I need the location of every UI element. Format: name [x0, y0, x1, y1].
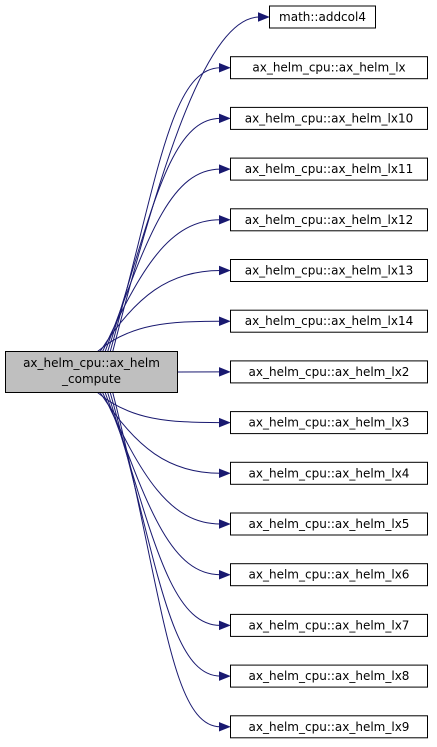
callee-node-ax-helm-cpu-ax-helm-lx11[interactable]: ax_helm_cpu::ax_helm_lx11	[230, 157, 428, 181]
arrowhead	[219, 164, 231, 174]
arrowhead	[219, 215, 231, 225]
root-node[interactable]: ax_helm_cpu::ax_helm _compute	[5, 351, 178, 393]
call-edges	[97, 12, 270, 732]
callee-label: ax_helm_cpu::ax_helm_lx12	[245, 213, 414, 227]
callee-label: ax_helm_cpu::ax_helm_lx2	[249, 365, 410, 379]
arrowhead	[219, 316, 231, 326]
arrowhead	[219, 417, 231, 428]
callee-node-ax-helm-cpu-ax-helm-lx13[interactable]: ax_helm_cpu::ax_helm_lx13	[230, 259, 428, 282]
call-edge	[104, 168, 221, 352]
callee-node-ax-helm-cpu-ax-helm-lx6[interactable]: ax_helm_cpu::ax_helm_lx6	[230, 563, 428, 587]
callee-label: ax_helm_cpu::ax_helm_lx5	[249, 517, 410, 531]
callee-node-ax-helm-cpu-ax-helm-lx3[interactable]: ax_helm_cpu::ax_helm_lx3	[230, 411, 428, 435]
call-edge	[102, 219, 221, 352]
callee-node-ax-helm-cpu-ax-helm-lx10[interactable]: ax_helm_cpu::ax_helm_lx10	[230, 106, 428, 130]
arrowhead	[219, 569, 231, 580]
callee-label: ax_helm_cpu::ax_helm_lx8	[249, 669, 410, 683]
callee-label: ax_helm_cpu::ax_helm_lx13	[245, 264, 414, 278]
arrowhead	[219, 367, 231, 377]
callee-label: ax_helm_cpu::ax_helm_lx10	[245, 111, 414, 125]
callee-label: ax_helm_cpu::ax_helm_lx6	[249, 568, 410, 582]
arrowhead	[219, 671, 231, 681]
callee-node-math-addcol4[interactable]: math::addcol4	[269, 5, 376, 29]
call-edge	[107, 392, 221, 626]
callee-label: math::addcol4	[279, 10, 366, 24]
callee-label: ax_helm_cpu::ax_helm_lx7	[249, 618, 410, 632]
callee-node-ax-helm-cpu-ax-helm-lx5[interactable]: ax_helm_cpu::ax_helm_lx5	[230, 512, 428, 536]
callee-label: ax_helm_cpu::ax_helm_lx14	[245, 314, 414, 328]
call-edge	[97, 320, 221, 352]
callee-node-ax-helm-cpu-ax-helm-lx[interactable]: ax_helm_cpu::ax_helm_lx	[230, 56, 428, 80]
root-label-line1: ax_helm_cpu::ax_helm	[23, 356, 160, 370]
arrowhead	[219, 62, 231, 73]
call-edge	[99, 392, 221, 474]
callee-node-ax-helm-cpu-ax-helm-lx4[interactable]: ax_helm_cpu::ax_helm_lx4	[230, 461, 428, 485]
callee-node-ax-helm-cpu-ax-helm-lx9[interactable]: ax_helm_cpu::ax_helm_lx9	[230, 715, 428, 739]
call-edge	[109, 67, 221, 352]
call-edge	[99, 270, 221, 352]
root-label-line2: _compute	[61, 372, 121, 386]
callee-node-ax-helm-cpu-ax-helm-lx12[interactable]: ax_helm_cpu::ax_helm_lx12	[230, 208, 428, 232]
callee-node-ax-helm-cpu-ax-helm-lx2[interactable]: ax_helm_cpu::ax_helm_lx2	[230, 360, 428, 384]
arrowhead	[219, 265, 231, 276]
callee-label: ax_helm_cpu::ax_helm_lx	[252, 61, 405, 75]
call-edge	[112, 16, 260, 352]
call-edge	[109, 392, 221, 677]
callee-label: ax_helm_cpu::ax_helm_lx3	[249, 416, 410, 430]
callee-node-ax-helm-cpu-ax-helm-lx8[interactable]: ax_helm_cpu::ax_helm_lx8	[230, 664, 428, 688]
callee-node-ax-helm-cpu-ax-helm-lx14[interactable]: ax_helm_cpu::ax_helm_lx14	[230, 309, 428, 333]
arrowhead	[219, 468, 231, 479]
arrowhead	[219, 722, 231, 732]
arrowhead	[219, 113, 231, 124]
arrowhead	[258, 12, 270, 22]
callee-nodes: math::addcol4ax_helm_cpu::ax_helm_lxax_h…	[230, 5, 428, 739]
call-edge	[107, 117, 221, 352]
callee-label: ax_helm_cpu::ax_helm_lx9	[249, 720, 410, 734]
call-edge	[97, 392, 221, 424]
callee-label: ax_helm_cpu::ax_helm_lx4	[249, 466, 410, 480]
callee-label: ax_helm_cpu::ax_helm_lx11	[245, 162, 414, 176]
callee-node-ax-helm-cpu-ax-helm-lx7[interactable]: ax_helm_cpu::ax_helm_lx7	[230, 613, 428, 637]
arrowhead	[219, 620, 231, 631]
arrowhead	[219, 519, 231, 529]
call-edge	[112, 392, 221, 728]
